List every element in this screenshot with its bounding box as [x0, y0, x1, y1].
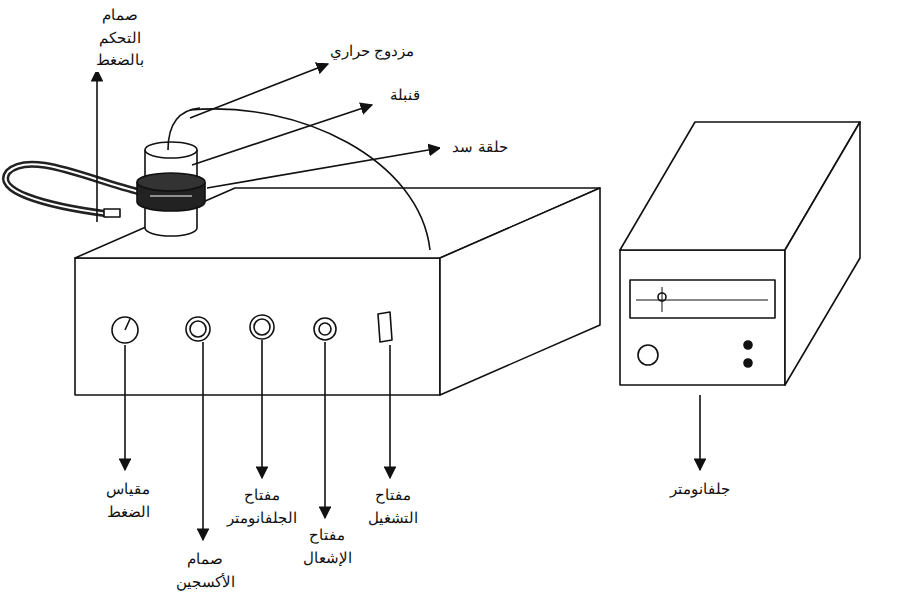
leader-arrow: [124, 345, 126, 470]
display-needle: [662, 287, 663, 312]
part-label: صمام الأكسجين: [169, 548, 241, 593]
housing-front: [75, 258, 440, 395]
thermocouple-wire: [168, 108, 200, 150]
part-label: مزدوج حراري: [317, 40, 427, 63]
leader-arrow: [202, 342, 204, 540]
hose-highlight: [5, 164, 140, 214]
part-label: قنبلة: [375, 84, 435, 107]
seal-ring-top: [137, 173, 205, 191]
oxygen-hose: [5, 164, 140, 214]
seal-ring-line: [150, 195, 192, 196]
leader-arrow: [96, 70, 98, 222]
galvanometer-side: [785, 122, 860, 385]
galvanometer-front: [620, 250, 785, 385]
galvanometer-switch: [250, 315, 274, 339]
leader-arrow: [261, 340, 263, 478]
power-switch: [378, 312, 392, 342]
terminal: [744, 359, 752, 367]
leader-arrow: [324, 342, 326, 518]
part-label: جلفانومتر: [650, 478, 750, 501]
part-label: حلقة سد: [440, 136, 520, 159]
leader-arrow: [190, 64, 328, 118]
housing-side: [440, 188, 600, 395]
leader-arrow: [389, 345, 391, 478]
hose-fitting: [104, 209, 120, 217]
part-label: مفتاح التشغيل: [360, 484, 426, 529]
knob-inner: [319, 323, 331, 335]
galvanometer-knob: [638, 345, 658, 365]
knob-inner: [190, 321, 206, 337]
terminal: [744, 341, 752, 349]
ignition-switch: [314, 318, 336, 340]
pressure-gauge: [112, 317, 138, 343]
gauge-needle: [125, 319, 130, 330]
bomb-top: [145, 142, 197, 158]
leader-arrow: [699, 395, 701, 470]
part-label: مفتاح الإشعال: [291, 524, 363, 569]
display-scale: [636, 300, 768, 301]
knob-inner: [254, 319, 270, 335]
oxygen-valve: [186, 317, 210, 341]
leader-arrow: [207, 148, 440, 188]
galvanometer-display: [630, 280, 775, 318]
thermocouple-lead: [190, 109, 430, 250]
leader-arrow: [192, 105, 372, 165]
part-label: صمام التحكم بالضغط: [78, 4, 162, 72]
part-label: مقياس الضغط: [95, 478, 161, 523]
part-label: مفتاح الجلفانومتر: [216, 484, 308, 529]
